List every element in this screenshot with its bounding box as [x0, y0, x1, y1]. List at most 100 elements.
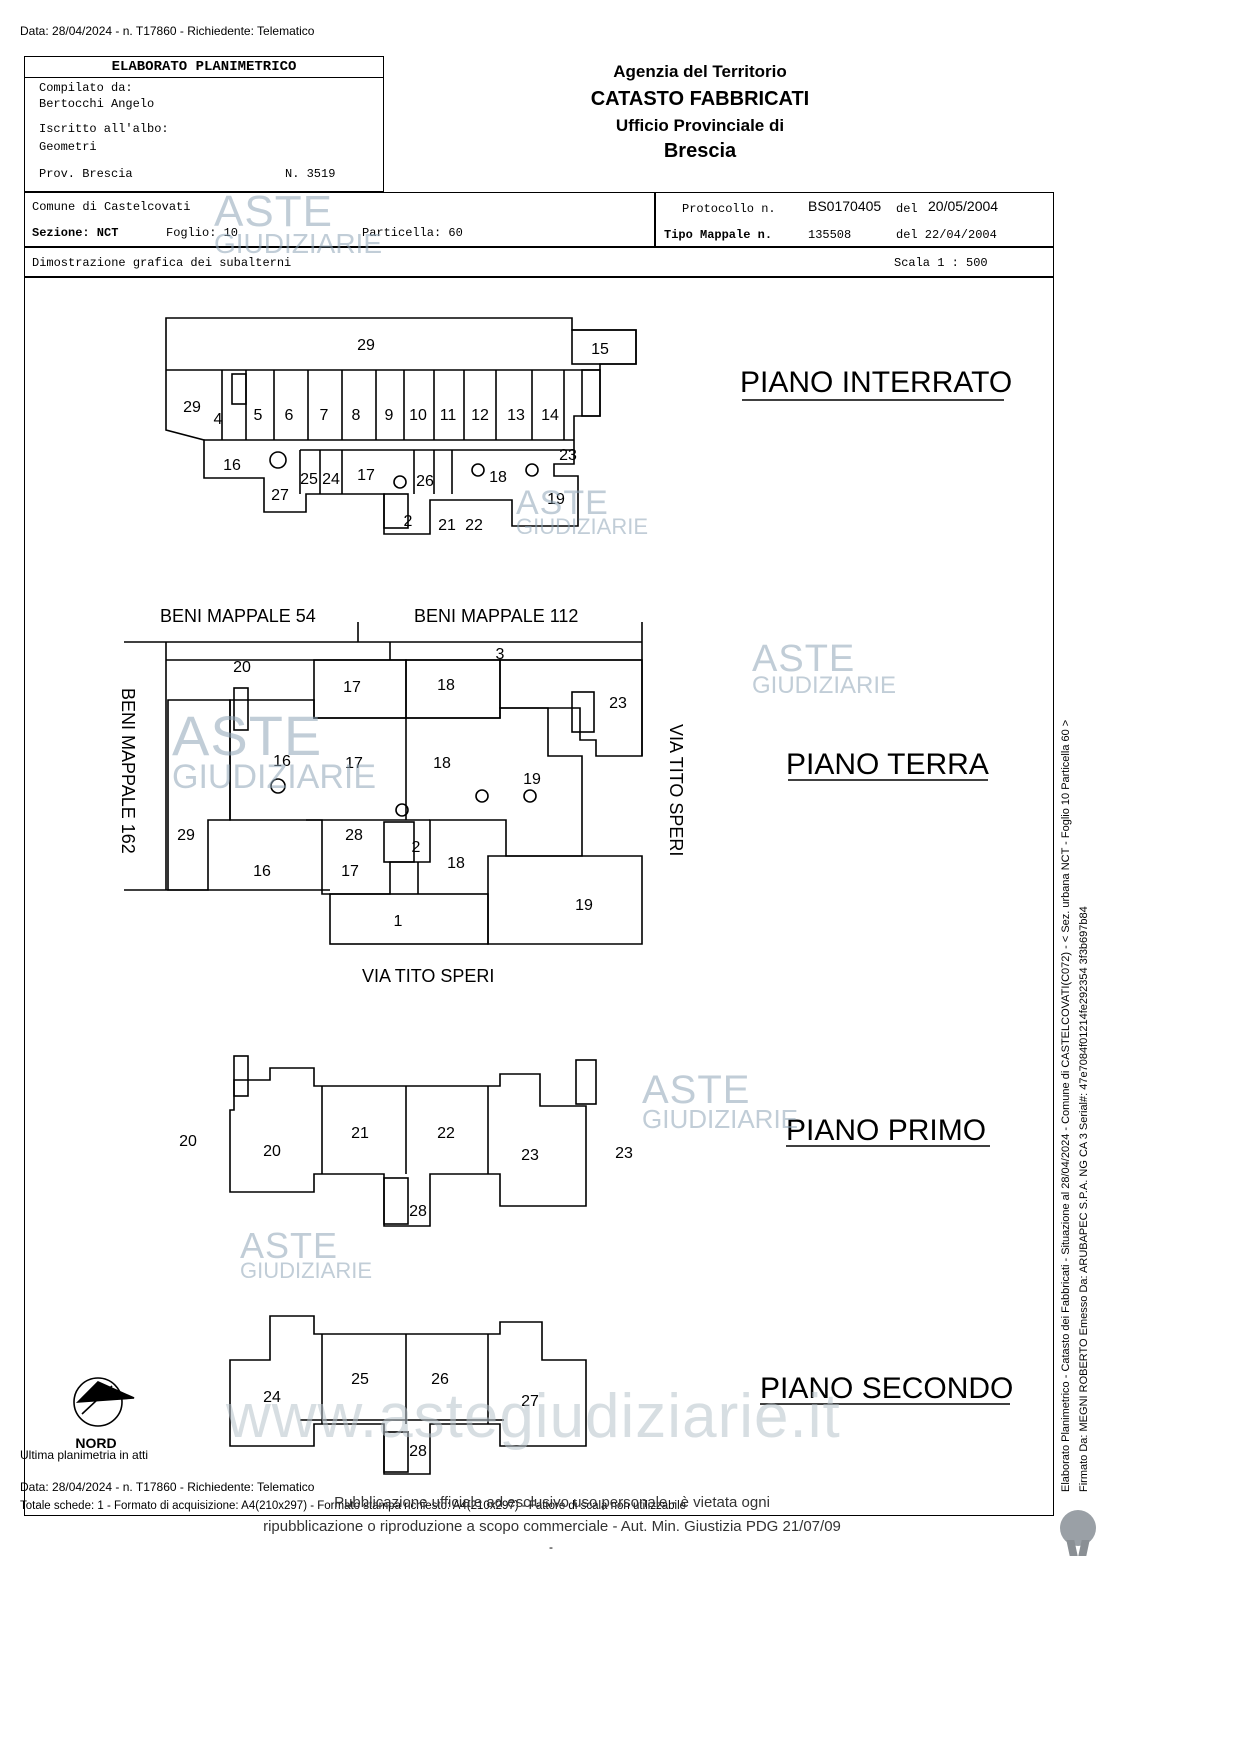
unit-label: 22: [437, 1125, 455, 1142]
unit-label: 23: [559, 447, 577, 464]
sezione: Sezione: NCT: [32, 226, 119, 240]
unit-label: 27: [521, 1393, 539, 1410]
unit-label: 20: [263, 1143, 281, 1160]
tipo-mappale-date: del 22/04/2004: [896, 228, 997, 242]
tipo-mappale-value: 135508: [808, 228, 852, 242]
particella: Particella: 60: [362, 226, 463, 240]
unit-label: 28: [409, 1203, 427, 1220]
unit-label: 17: [341, 863, 359, 880]
unit-label: 29: [177, 827, 195, 844]
protocollo-label: Protocollo n.: [682, 202, 776, 216]
side-text-catasto: Elaborato Planimetrico - Catasto dei Fab…: [1060, 719, 1072, 1492]
registered-label: Iscritto all'albo:: [39, 122, 169, 136]
unit-label: 14: [541, 407, 559, 424]
unit-label: 3: [496, 646, 505, 663]
foglio: Foglio: 10: [166, 226, 239, 240]
unit-label: 18: [437, 677, 455, 694]
floor-plans: 29 15 29 4 5 6 7 8 9 10 11 12 13 14 16 2…: [73, 317, 1013, 1475]
scale: Scala 1 : 500: [894, 256, 988, 270]
unit-label: 23: [615, 1145, 633, 1162]
unit-label: 22: [465, 517, 483, 534]
header-info: Data: 28/04/2024 - n. T17860 - Richieden…: [20, 24, 315, 38]
unit-label: 25: [351, 1371, 369, 1388]
footer-publication-line1: Pubblicazione ufficiale ad esclusivo uso…: [334, 1494, 770, 1511]
protocollo-date: 20/05/2004: [928, 198, 999, 214]
unit-label: 19: [575, 897, 593, 914]
unit-label: 17: [345, 755, 363, 772]
unit-label: 9: [385, 407, 394, 424]
info-divider-vertical: [654, 192, 656, 246]
agency-name: Agenzia del Territorio: [613, 62, 787, 81]
unit-label: 13: [507, 407, 525, 424]
compiled-name: Bertocchi Angelo: [39, 97, 155, 111]
north-caption: Ultima planimetria in atti: [20, 1448, 149, 1462]
comune: Comune di Castelcovati: [32, 200, 191, 214]
info-divider: [24, 246, 1054, 248]
north-label: NORD: [75, 1435, 116, 1451]
unit-label: 25: [300, 471, 318, 488]
unit-label: 8: [352, 407, 361, 424]
province: Prov. Brescia: [39, 167, 133, 181]
neighbor-label-162: BENI MAPPALE 162: [118, 688, 138, 854]
side-text-signature: Firmato Da: MEGNI ROBERTO Emesso Da: ARU…: [1078, 906, 1090, 1492]
document-title: ELABORATO PLANIMETRICO: [25, 57, 383, 78]
unit-label: 21: [351, 1125, 369, 1142]
footer-publication-line2: ripubblicazione o riproduzione a scopo c…: [263, 1518, 841, 1535]
unit-label: 1: [394, 913, 403, 930]
agency-catasto: CATASTO FABBRICATI: [590, 88, 810, 110]
agency-city: Brescia: [663, 140, 737, 162]
unit-label: 2: [412, 839, 421, 856]
unit-label: 10: [409, 407, 427, 424]
unit-label: 24: [263, 1389, 281, 1406]
protocollo-del: del: [896, 202, 918, 216]
unit-label: 28: [409, 1443, 427, 1460]
unit-label: 2: [404, 513, 413, 530]
unit-label: 6: [285, 407, 294, 424]
unit-label: 19: [523, 771, 541, 788]
unit-label: 18: [433, 755, 451, 772]
agency-office: Ufficio Provinciale di: [615, 116, 785, 135]
registered-value: Geometri: [39, 140, 97, 154]
footer-dash: -: [549, 1540, 553, 1554]
unit-label: 17: [357, 467, 375, 484]
unit-label: 16: [223, 457, 241, 474]
compiled-label: Compilato da:: [39, 81, 133, 95]
unit-label: 11: [440, 407, 457, 424]
seal-icon: [1060, 1510, 1096, 1546]
floor-title-secondo: PIANO SECONDO: [760, 1372, 1013, 1405]
unit-label: 5: [254, 407, 263, 424]
unit-label: 27: [271, 487, 289, 504]
unit-label: 18: [489, 469, 507, 486]
footer-date: Data: 28/04/2024 - n. T17860 - Richieden…: [20, 1480, 315, 1494]
unit-label: 26: [416, 473, 434, 490]
unit-label: 17: [343, 679, 361, 696]
unit-label: 23: [609, 695, 627, 712]
unit-label: 28: [345, 827, 363, 844]
main-frame: [24, 192, 1054, 1516]
info-divider: [24, 276, 1054, 278]
unit-label: 19: [547, 491, 565, 508]
unit-label: 20: [233, 659, 251, 676]
footer-schede: Totale schede: 1 - Formato di acquisizio…: [20, 1500, 687, 1512]
unit-label: 16: [273, 753, 291, 770]
unit-label: 24: [322, 471, 340, 488]
protocollo-value: BS0170405: [808, 198, 882, 214]
street-label-right: VIA TITO SPERI: [666, 724, 686, 856]
unit-label: 23: [521, 1147, 539, 1164]
floor-title-interrato: PIANO INTERRATO: [740, 366, 1012, 399]
unit-label: 21: [438, 517, 456, 534]
unit-label: 4: [214, 411, 223, 428]
street-label-bottom: VIA TITO SPERI: [362, 966, 494, 986]
floor-title-primo: PIANO PRIMO: [786, 1114, 986, 1147]
tipo-mappale-label: Tipo Mappale n.: [664, 228, 773, 242]
dimostrazione-grafica: Dimostrazione grafica dei subalterni: [32, 256, 292, 270]
neighbor-label-54: BENI MAPPALE 54: [160, 606, 316, 626]
unit-label: 15: [591, 341, 609, 358]
unit-label: 29: [183, 399, 201, 416]
unit-label: 7: [320, 407, 329, 424]
compiler-box: ELABORATO PLANIMETRICO Compilato da: Ber…: [24, 56, 384, 192]
unit-label: 20: [179, 1133, 197, 1150]
floor-title-terra: PIANO TERRA: [786, 748, 989, 781]
neighbor-label-112: BENI MAPPALE 112: [414, 606, 578, 626]
registration-number: N. 3519: [285, 167, 336, 181]
